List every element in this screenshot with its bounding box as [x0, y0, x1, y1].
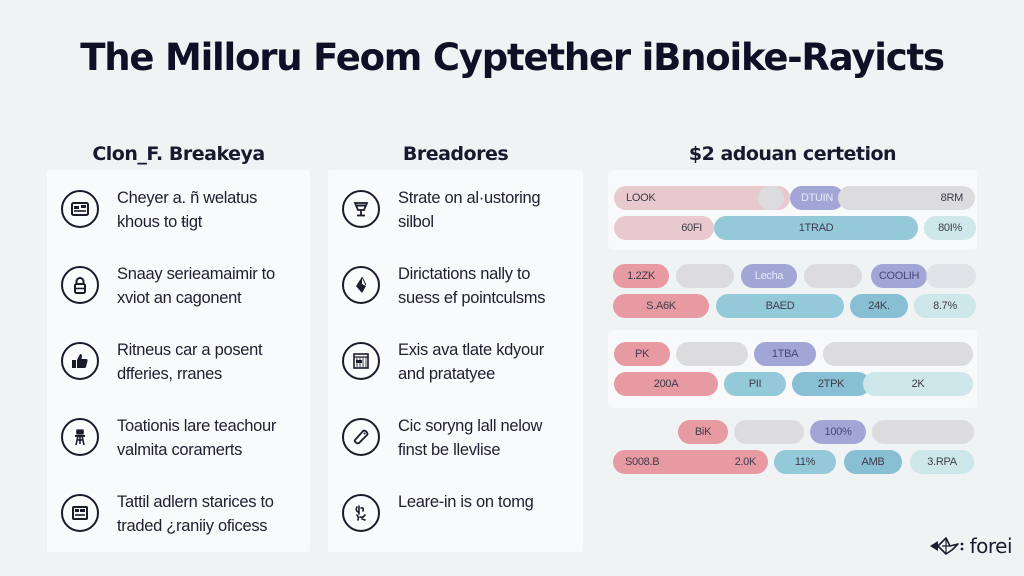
item-line-1: Ritneus car a posent — [117, 341, 263, 359]
pill[interactable]: DTUIN — [790, 186, 844, 210]
item-line-2: and pratatyee — [398, 365, 496, 383]
list-item[interactable]: Ritneus car a posent dfferies, rranes — [61, 338, 302, 398]
trophy-icon — [342, 190, 380, 228]
middle-column-heading: Breadores — [402, 143, 509, 165]
item-line-1: Exis ava tlate kdyour — [398, 341, 544, 359]
logo-text: forei — [969, 534, 1013, 558]
brand-logo[interactable]: forei — [928, 534, 1013, 558]
pill[interactable]: 100% — [810, 420, 866, 444]
item-line-1: Dirictations nally to — [398, 265, 531, 283]
thumbs-up-icon — [61, 342, 99, 380]
pill[interactable]: 2K — [863, 372, 973, 396]
pill — [676, 264, 734, 288]
pill — [734, 420, 804, 444]
pill — [872, 420, 974, 444]
list-item[interactable]: Toationis lare teachour valmita coramert… — [61, 414, 302, 474]
lock-icon — [61, 266, 99, 304]
pill[interactable]: 11% — [774, 450, 836, 474]
pill[interactable]: Lecha — [741, 264, 797, 288]
pill[interactable]: BAED — [716, 294, 844, 318]
list-item[interactable]: Cic soryng lall nelow finst be llevlise — [342, 414, 575, 474]
pill-panel-1: LOOK DTUIN 8RM 60FI 1TRAD 80I% — [608, 170, 977, 250]
left-feature-card: Cheyer a. ñ welatus khous to ŧigt Snaay … — [47, 170, 310, 552]
pill[interactable]: 8RM — [838, 186, 975, 210]
item-line-1: Toationis lare teachour — [117, 417, 277, 435]
list-item[interactable]: Cheyer a. ñ welatus khous to ŧigt — [61, 186, 302, 246]
pill[interactable]: 24K. — [850, 294, 908, 318]
item-line-2: xviot an cagonent — [117, 289, 242, 307]
item-line-1: Strate on al·ustoring — [398, 189, 541, 207]
item-line-2: traded ¿raniiy oficess — [117, 517, 268, 535]
page-title: The Milloru Feom Cyptether iBnoike-Rayic… — [80, 36, 945, 79]
pill[interactable]: 80I% — [924, 216, 976, 240]
pill[interactable]: PII — [724, 372, 786, 396]
pill[interactable]: 200A — [614, 372, 718, 396]
symbol-icon — [342, 494, 380, 532]
item-line-1: Snaay serieamaimir to — [117, 265, 275, 283]
pill-panel-4: BiK 100% S008.B 2.0K 11% AMB 3.RPA — [608, 412, 977, 488]
list-item[interactable]: Dirictations nally to suess ef pointculs… — [342, 262, 575, 322]
list-item[interactable]: Strate on al·ustoring silbol — [342, 186, 575, 246]
tower-icon — [61, 418, 99, 456]
middle-feature-card: Strate on al·ustoring silbol Dirictation… — [328, 170, 583, 552]
list-item[interactable]: Leare-in is on tomg — [342, 490, 575, 550]
pill — [676, 342, 748, 366]
pill-spacer — [758, 186, 784, 210]
chart-board-icon — [342, 342, 380, 380]
pill[interactable]: 2TPK — [792, 372, 870, 396]
item-line-1: Cic soryng lall nelow — [398, 417, 543, 435]
list-item[interactable]: Snaay serieamaimir to xviot an cagonent — [61, 262, 302, 322]
pill[interactable]: 1.2ZK — [613, 264, 669, 288]
ethereum-icon — [342, 266, 380, 304]
item-line-1: Tattil adlern starices to — [117, 493, 274, 511]
item-line-2: suess ef pointculsms — [398, 289, 546, 307]
item-line-2: finst be llevlise — [398, 441, 501, 459]
pill-panel-3: PK 1TBA 200A PII 2TPK 2K — [608, 330, 977, 408]
origami-bird-icon — [929, 537, 963, 555]
pill[interactable]: 1TRAD — [714, 216, 918, 240]
left-column-heading: Clon_F. Breakeya — [92, 143, 265, 165]
pill[interactable]: PK — [614, 342, 670, 366]
pill[interactable]: AMB — [844, 450, 902, 474]
right-column-heading: $2 adouan certetion — [688, 143, 897, 165]
item-line-2: khous to ŧigt — [117, 213, 203, 231]
pill — [823, 342, 973, 366]
tag-icon — [342, 418, 380, 456]
pill — [804, 264, 862, 288]
pill-label: 2.0K — [734, 456, 757, 468]
pill-label: S008.B — [625, 456, 660, 468]
item-line-2: silbol — [398, 213, 434, 231]
list-item[interactable]: Tattil adlern starices to traded ¿raniiy… — [61, 490, 302, 550]
pill[interactable]: 3.RPA — [910, 450, 974, 474]
pill[interactable]: COOLIH — [871, 264, 927, 288]
item-line-1: Cheyer a. ñ welatus — [117, 189, 258, 207]
pill[interactable]: S008.B 2.0K — [613, 450, 768, 474]
item-line-2: valmita coramerts — [117, 441, 243, 459]
pill[interactable]: 60FI — [614, 216, 714, 240]
pill[interactable]: 1TBA — [754, 342, 816, 366]
item-line-2: dfferies, rranes — [117, 365, 222, 383]
screen-icon — [61, 494, 99, 532]
pill — [926, 264, 976, 288]
item-line-1: Leare-in is on tomg — [398, 493, 534, 511]
pill[interactable]: BiK — [678, 420, 728, 444]
card-icon — [61, 190, 99, 228]
pill-panel-2: 1.2ZK Lecha COOLIH S.A6K BAED 24K. 8.7% — [608, 254, 977, 324]
pill[interactable]: S.A6K — [613, 294, 709, 318]
list-item[interactable]: Exis ava tlate kdyour and pratatyee — [342, 338, 575, 398]
pill[interactable]: 8.7% — [914, 294, 976, 318]
